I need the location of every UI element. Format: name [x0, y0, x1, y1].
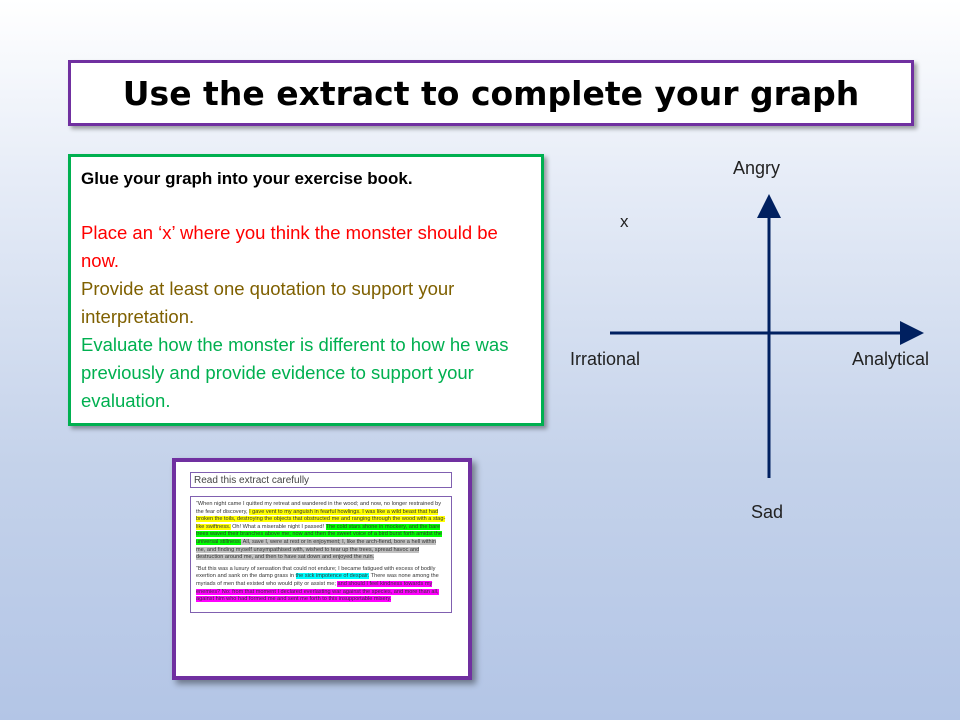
task-box: Glue your graph into your exercise book.… — [68, 154, 544, 426]
extract-segment: the sick impotence of despair. — [295, 573, 370, 580]
task-item-evaluate: Evaluate how the monster is different to… — [81, 334, 509, 411]
extract-segment: “But this was a luxury of sensation that… — [196, 565, 436, 580]
emotion-graph: Angry Sad Irrational Analytical x — [560, 150, 960, 530]
extract-segment: There was none among the myriads of men … — [196, 573, 439, 587]
task-item-place-x: Place an ‘x’ where you think the monster… — [81, 222, 498, 271]
label-angry: Angry — [733, 158, 781, 178]
extract-paragraph-2: “But this was a luxury of sensation that… — [196, 566, 446, 604]
label-irrational: Irrational — [570, 349, 641, 369]
slide-title: Use the extract to complete your graph — [122, 73, 860, 113]
extract-segment: “When night came I quitted my retreat an… — [196, 501, 442, 515]
extract-segment: Oh! What a miserable night I passed! — [230, 523, 326, 530]
graph-axes — [610, 194, 924, 478]
extract-thumbnail: Read this extract carefully “When night … — [172, 458, 472, 680]
label-sad: Sad — [751, 502, 784, 522]
title-box: Use the extract to complete your graph — [68, 60, 914, 126]
extract-heading: Read this extract carefully — [190, 472, 452, 488]
graph-marker-x: x — [620, 212, 629, 231]
task-item-quotation: Provide at least one quotation to suppor… — [81, 278, 455, 327]
label-analytical: Analytical — [852, 349, 930, 369]
task-heading: Glue your graph into your exercise book. — [81, 169, 413, 188]
extract-paragraph-1: “When night came I quitted my retreat an… — [196, 501, 446, 562]
extract-text: “When night came I quitted my retreat an… — [190, 496, 452, 613]
